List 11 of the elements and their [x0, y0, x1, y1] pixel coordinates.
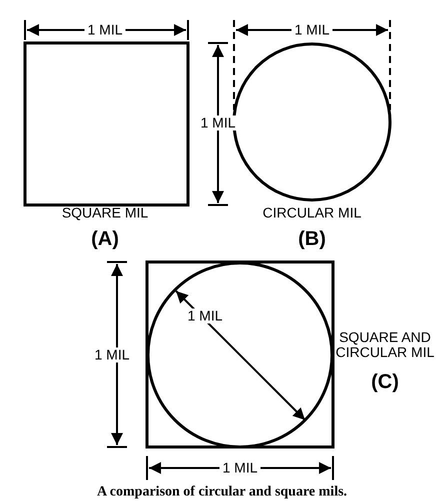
figure-letter: (A) — [91, 228, 119, 250]
figure-caption: SQUARE MIL — [62, 206, 148, 220]
caption: A comparison of circular and square mils. — [96, 484, 348, 500]
figure-caption: SQUARE AND CIRCULAR MIL — [334, 330, 436, 360]
figure-caption: CIRCULAR MIL — [262, 206, 362, 220]
square-shape — [24, 42, 190, 206]
dimension-label: 1 MIL — [220, 460, 260, 476]
dimension-label: 1 MIL — [84, 22, 126, 38]
dimension-label: 1 MIL — [292, 22, 332, 38]
figure-letter: (B) — [298, 228, 326, 250]
figure-letter: (C) — [371, 371, 399, 393]
